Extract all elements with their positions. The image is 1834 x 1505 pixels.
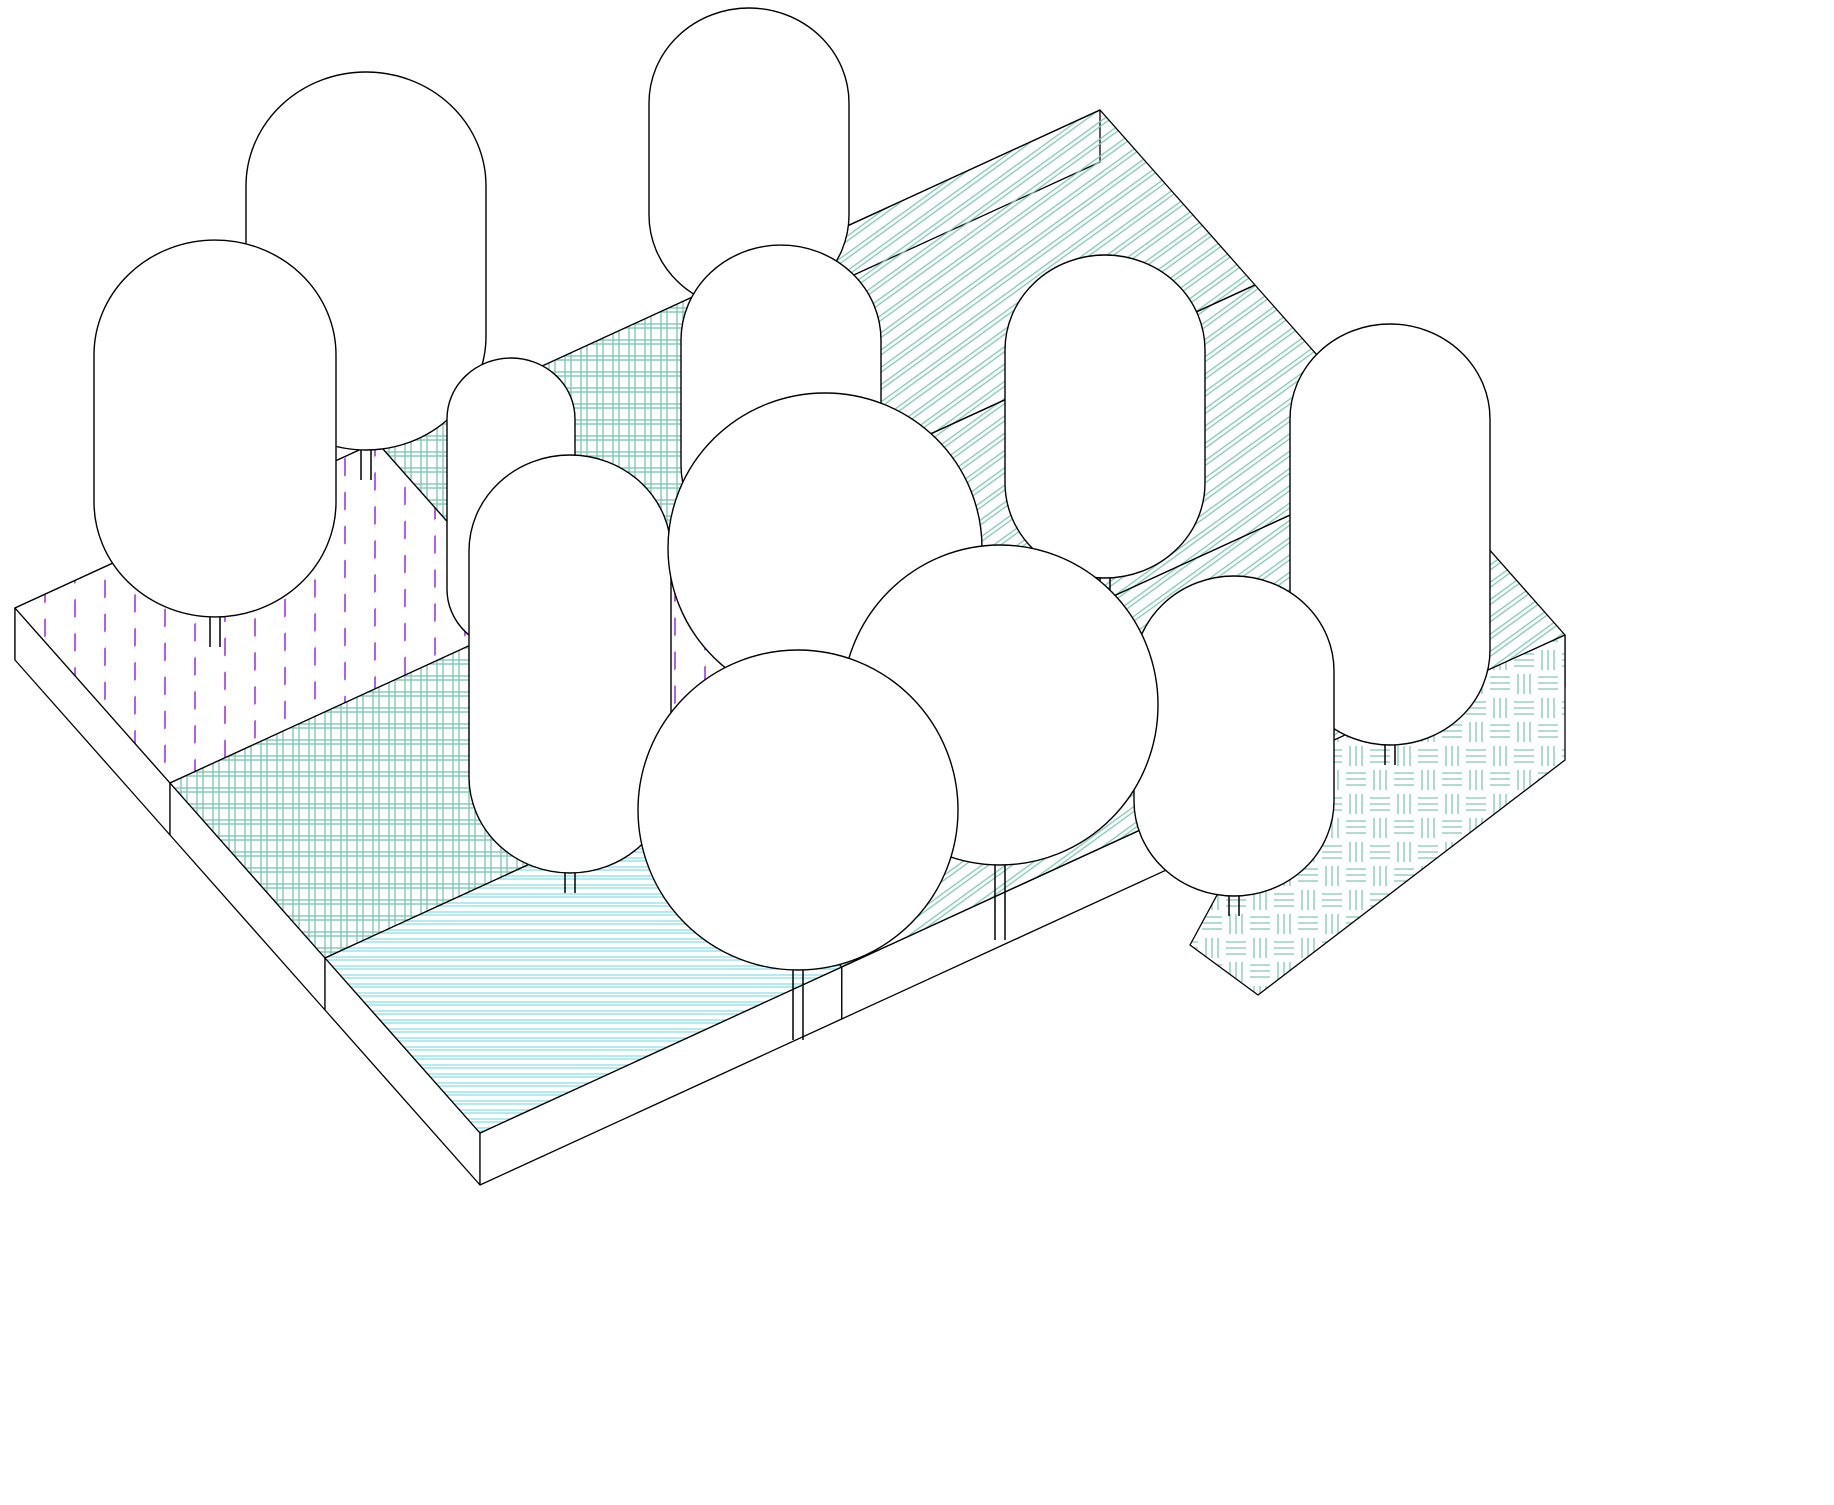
tree-canopy [638, 650, 958, 970]
tree-columnar [1005, 255, 1205, 598]
tree-canopy [1005, 255, 1205, 578]
tree-columnar [1134, 576, 1334, 916]
tree-canopy [1134, 576, 1334, 896]
tree-canopy [94, 240, 336, 617]
